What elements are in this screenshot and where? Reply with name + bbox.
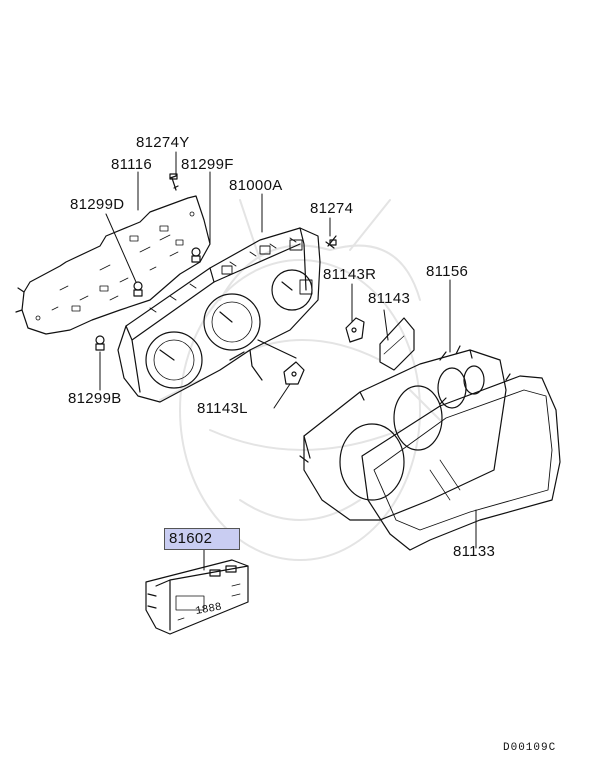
diagram-code: D00109C [503,742,557,754]
label-81299B: 81299B [68,390,122,407]
watermark-logo [159,199,441,561]
label-81274: 81274 [310,200,354,217]
label-81156: 81156 [426,263,469,280]
label-81133: 81133 [453,543,496,560]
display-unit-81602: 1888 [145,559,249,635]
label-81143L: 81143L [197,400,248,417]
label-81299D: 81299D [70,196,125,213]
label-81143R: 81143R [323,266,377,283]
screw-81274 [325,235,337,249]
circuit-board-81116 [15,195,211,335]
panel-81143L [283,361,305,385]
label-81000A: 81000A [229,177,283,194]
bulb-81299B [95,335,105,351]
svg-text:1888: 1888 [195,602,223,618]
label-81274Y: 81274Y [136,134,190,151]
case-81156 [299,345,507,521]
panel-81143 [379,317,415,371]
bulb-81299D [133,281,143,297]
label-81299F: 81299F [181,156,234,173]
bulb-81299F [191,247,201,263]
leader-lines [99,151,477,571]
meter-housing-81000A [117,227,321,403]
panel-81143R [345,317,365,343]
lens-81133 [361,373,561,551]
label-81602-highlighted[interactable]: 81602 [164,528,240,550]
label-81116: 81116 [111,156,152,173]
screw-81274Y [169,173,179,191]
label-81143: 81143 [368,290,411,307]
